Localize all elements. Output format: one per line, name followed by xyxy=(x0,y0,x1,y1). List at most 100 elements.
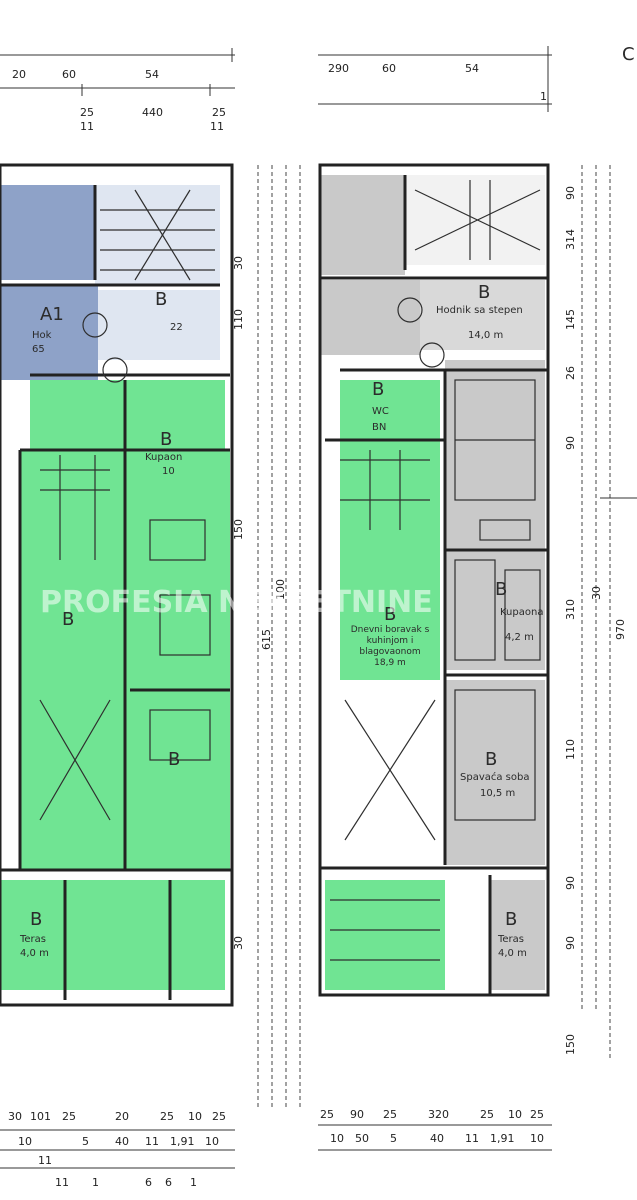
bottom-right-9: 50 xyxy=(355,1132,369,1145)
bottom-dimensions-right: 25 90 25 320 25 10 25 10 50 5 40 11 1,91… xyxy=(318,1108,552,1151)
right-living-name: Dnevni boravak s kuhinjom i blagovaonom xyxy=(350,625,430,657)
left-hall-code: A1 xyxy=(40,304,64,325)
right-bath-area: 4,2 m xyxy=(505,632,534,643)
right-hall-area: 14,0 m xyxy=(468,330,503,341)
side-dim-3: 145 xyxy=(564,309,577,330)
bottom-right-5: 25 xyxy=(480,1108,494,1121)
middle-dimensions: 30 110 150 100 615 30 xyxy=(232,165,301,1110)
left-bed-code: B xyxy=(168,749,180,770)
side-dim-2: 314 xyxy=(564,229,577,250)
bottom-right-13: 1,91 xyxy=(490,1132,515,1145)
bottom-left-7: 25 xyxy=(212,1110,226,1123)
right-bath-name: Kupaona xyxy=(500,607,543,618)
dim-top-right-2: 60 xyxy=(382,62,396,75)
bottom-right-6: 10 xyxy=(508,1108,522,1121)
bottom-right-4: 320 xyxy=(428,1108,449,1121)
bottom-left-19: 1 xyxy=(190,1176,197,1189)
right-wc-area: BN xyxy=(372,422,386,433)
bottom-left-1: 30 xyxy=(8,1110,22,1123)
dim-top-left-3: 54 xyxy=(145,68,159,81)
side-dim-8: 90 xyxy=(564,876,577,890)
bottom-left-5: 25 xyxy=(160,1110,174,1123)
mid-dim-6: 30 xyxy=(232,936,245,950)
bottom-right-10: 5 xyxy=(390,1132,397,1145)
dim-top-left-8: 11 xyxy=(210,120,224,133)
right-unit: B Hodnik sa stepen 14,0 m B WC BN B Dnev… xyxy=(318,163,550,997)
bottom-right-8: 10 xyxy=(330,1132,344,1145)
right-terrace-area: 4,0 m xyxy=(498,948,527,959)
left-unit: A1 Hok 65 B 22 B Kupaon 10 B B B Teras 4… xyxy=(0,163,234,1007)
right-terrace-name: Teras xyxy=(497,934,524,945)
dim-top-left-2: 60 xyxy=(62,68,76,81)
dim-top-right-3: 54 xyxy=(465,62,479,75)
bottom-right-12: 11 xyxy=(465,1132,479,1145)
side-dim-9: 90 xyxy=(564,936,577,950)
right-hall-code: B xyxy=(478,282,490,303)
bottom-left-12: 1,91 xyxy=(170,1135,195,1148)
right-living-label-box: Dnevni boravak s kuhinjom i blagovaonom … xyxy=(350,625,430,668)
right-bed-code: B xyxy=(485,749,497,770)
bottom-left-11: 11 xyxy=(145,1135,159,1148)
left-terrace-name: Teras xyxy=(19,934,46,945)
right-living-code: B xyxy=(384,604,396,625)
mid-dim-5: 615 xyxy=(260,629,273,650)
left-stairs-area: 22 xyxy=(170,322,183,333)
bottom-right-11: 40 xyxy=(430,1132,444,1145)
bottom-left-16: 1 xyxy=(92,1176,99,1189)
right-wc-code: B xyxy=(372,379,384,400)
side-dim-10: 150 xyxy=(564,1034,577,1055)
bottom-left-6: 10 xyxy=(188,1110,202,1123)
bottom-left-2: 101 xyxy=(30,1110,51,1123)
bottom-left-8: 10 xyxy=(18,1135,32,1148)
left-bath-name: Kupaon xyxy=(145,452,182,463)
dim-top-left-5: 440 xyxy=(142,106,163,119)
side-dim-6: 310 xyxy=(564,599,577,620)
bottom-right-1: 25 xyxy=(320,1108,334,1121)
left-terrace-area: 4,0 m xyxy=(20,948,49,959)
corner-mark: C xyxy=(622,44,635,65)
left-stairs-code: B xyxy=(155,289,167,310)
side-dim-7: 110 xyxy=(564,739,577,760)
side-dim-total: 970 xyxy=(614,619,627,640)
bottom-right-14: 10 xyxy=(530,1132,544,1145)
bottom-left-3: 25 xyxy=(62,1110,76,1123)
right-living-area: 18,9 m xyxy=(374,658,406,668)
bottom-left-18: 6 xyxy=(165,1176,172,1189)
left-hall-name: Hok xyxy=(32,330,52,341)
dim-top-left-7: 11 xyxy=(80,120,94,133)
dim-top-left-6: 25 xyxy=(212,106,226,119)
dim-top-left-4: 25 xyxy=(80,106,94,119)
bottom-left-15: 11 xyxy=(55,1176,69,1189)
side-dim-1: 90 xyxy=(564,186,577,200)
watermark-text: PROFESIA NEKRETNINE xyxy=(40,585,433,620)
top-dimensions-right: 290 60 54 1 xyxy=(318,46,552,112)
bottom-left-10: 40 xyxy=(115,1135,129,1148)
side-dim-5: 90 xyxy=(564,436,577,450)
mid-dim-1: 30 xyxy=(232,256,245,270)
right-wc-name: WC xyxy=(372,406,389,417)
top-dimensions-left: 20 60 54 25 440 25 11 11 xyxy=(0,48,235,133)
bottom-left-13: 10 xyxy=(205,1135,219,1148)
bottom-right-2: 90 xyxy=(350,1108,364,1121)
left-terrace-code: B xyxy=(30,909,42,930)
bottom-left-17: 6 xyxy=(145,1176,152,1189)
left-main-code: B xyxy=(62,609,74,630)
right-bed-area: 10,5 m xyxy=(480,788,515,799)
right-bath-code: B xyxy=(495,579,507,600)
dim-top-right-4: 1 xyxy=(540,90,547,103)
right-terrace-code: B xyxy=(505,909,517,930)
bottom-right-3: 25 xyxy=(383,1108,397,1121)
left-bath-code: B xyxy=(160,429,172,450)
left-hall-area: 65 xyxy=(32,344,45,355)
mid-dim-3: 150 xyxy=(232,519,245,540)
side-dim-11: 30 xyxy=(590,586,603,600)
bottom-left-9: 5 xyxy=(82,1135,89,1148)
bottom-left-14: 11 xyxy=(38,1154,52,1167)
mid-dim-4: 100 xyxy=(274,579,287,600)
mid-dim-2: 110 xyxy=(232,309,245,330)
dim-top-right-1: 290 xyxy=(328,62,349,75)
bottom-right-7: 25 xyxy=(530,1108,544,1121)
dim-top-left-1: 20 xyxy=(12,68,26,81)
right-dimensions: 90 314 145 26 90 310 110 90 90 150 30 97… xyxy=(564,165,637,1060)
